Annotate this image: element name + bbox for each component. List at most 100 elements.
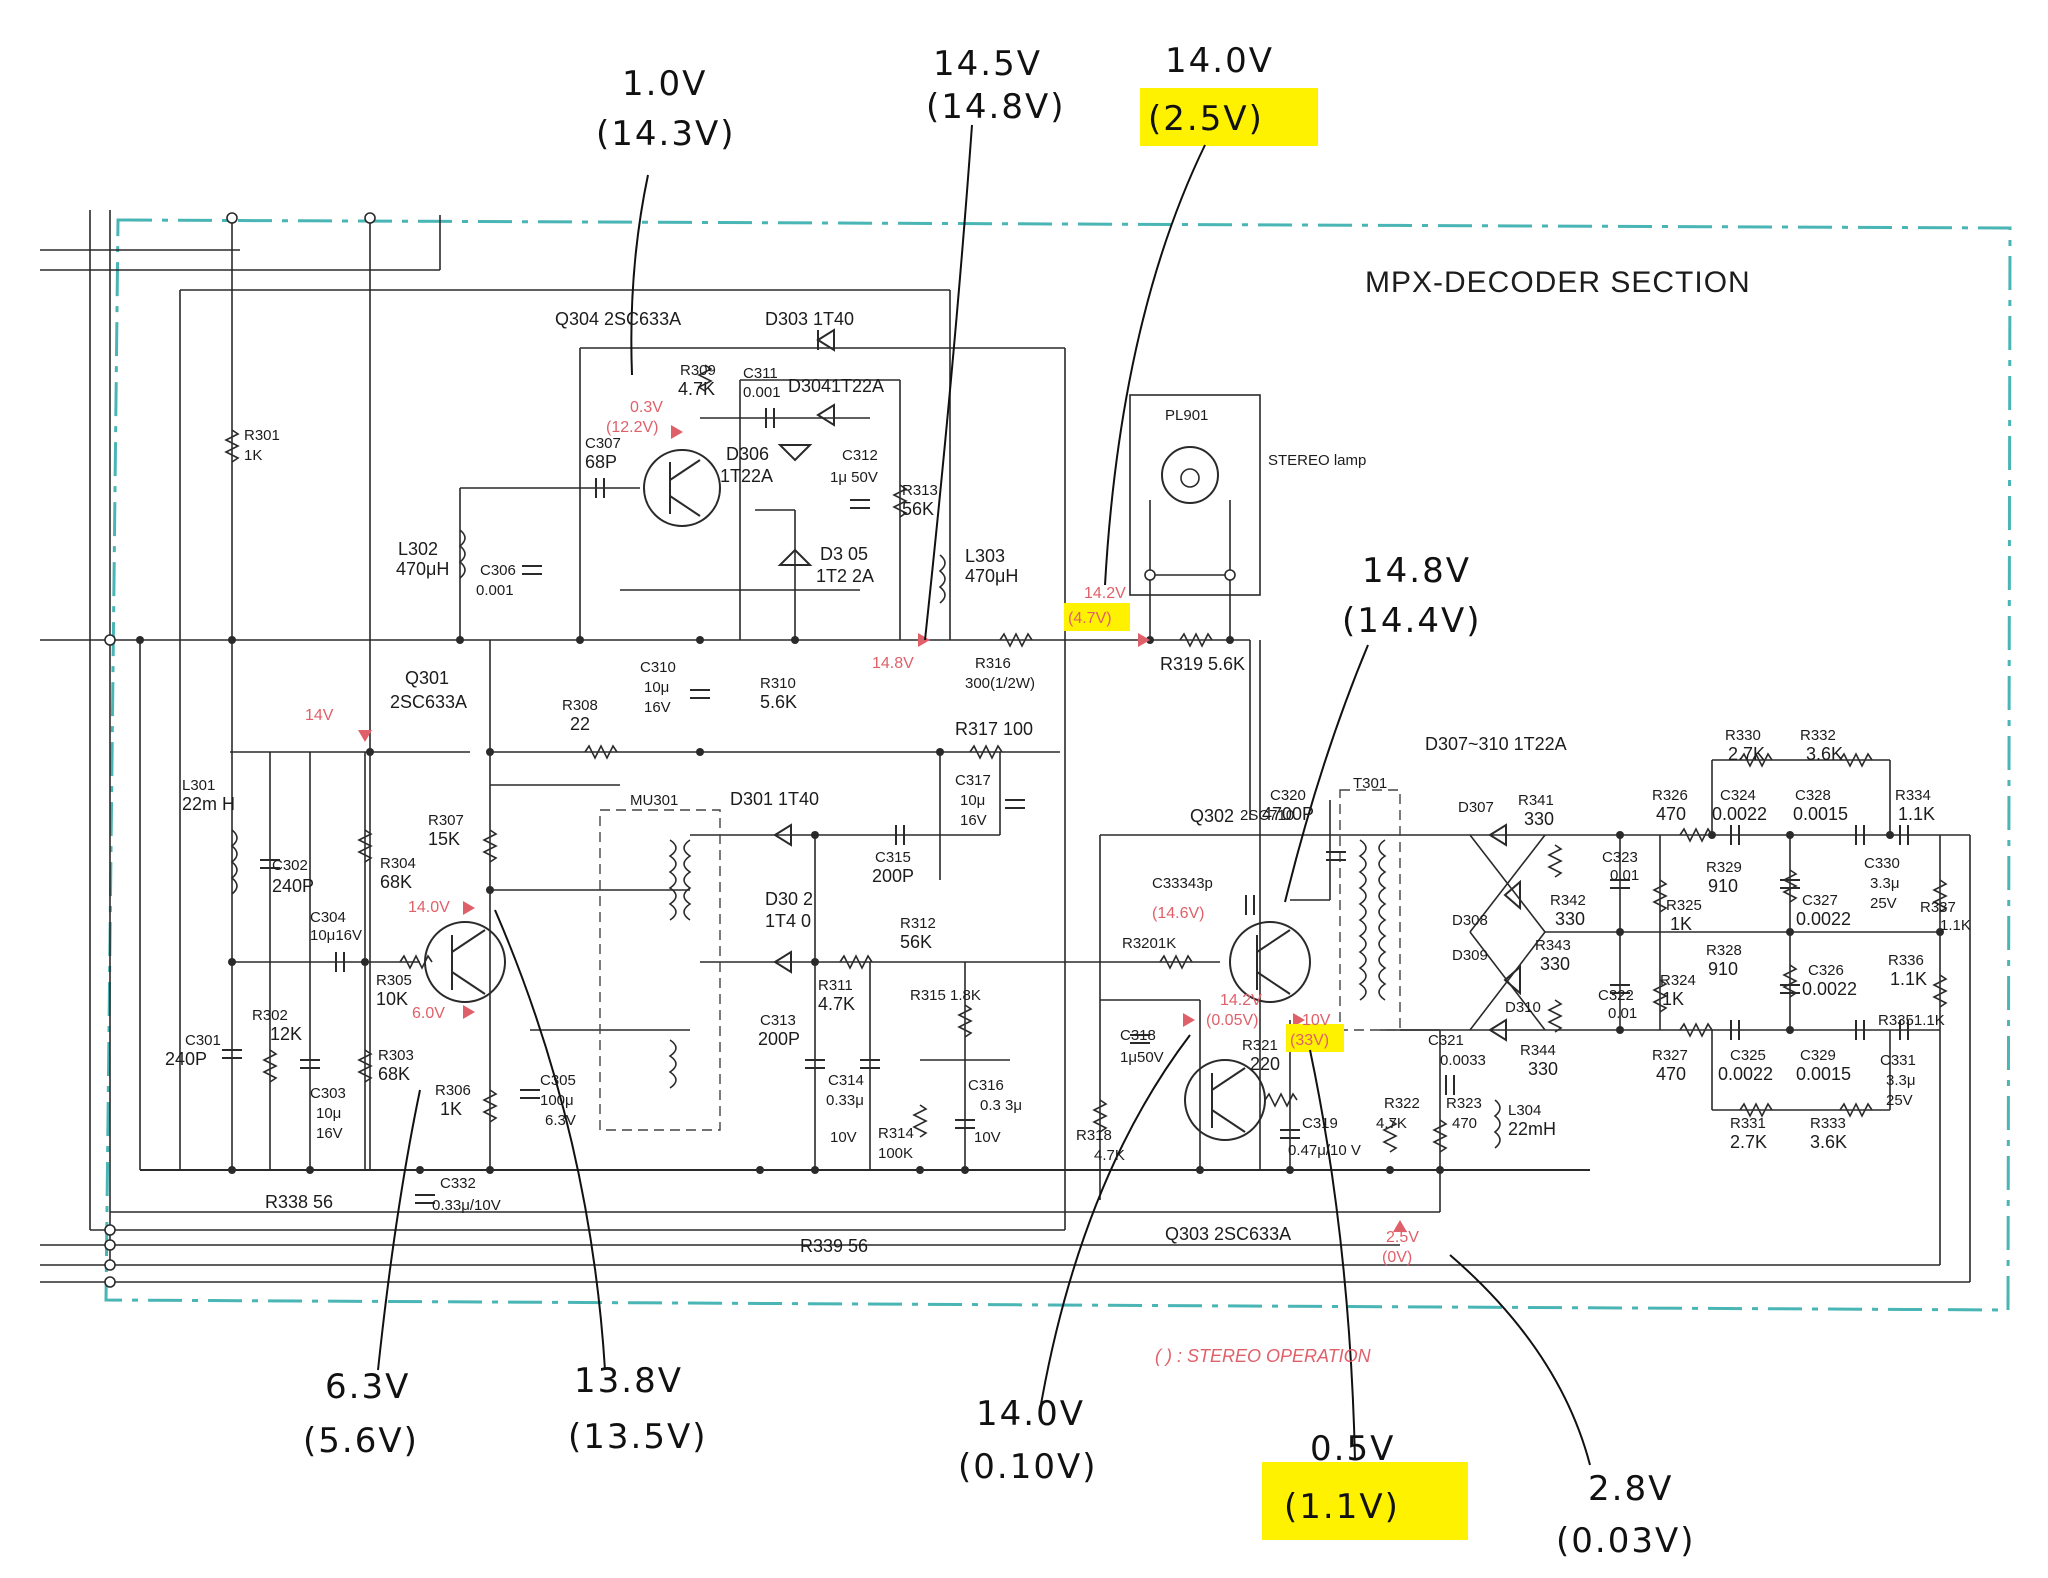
- printed-voltages: 0.3V (12.2V) 14.8V 14.2V (4.7V) 14.0V 6.…: [305, 399, 1419, 1266]
- svg-text:10V: 10V: [1302, 1012, 1331, 1029]
- svg-text:0.0015: 0.0015: [1793, 804, 1848, 824]
- annotation-a8-stereo: (1.1V): [1284, 1487, 1400, 1527]
- svg-text:C307: C307: [585, 435, 621, 452]
- svg-text:1K: 1K: [1670, 914, 1692, 934]
- annotation-a3-stereo: (2.5V): [1148, 99, 1264, 139]
- svg-text:10V: 10V: [974, 1129, 1001, 1146]
- svg-text:0.001: 0.001: [743, 384, 781, 401]
- svg-text:0.0015: 0.0015: [1796, 1064, 1851, 1084]
- svg-text:14V: 14V: [305, 707, 334, 724]
- svg-text:1T22A: 1T22A: [720, 466, 773, 486]
- svg-text:0.01: 0.01: [1608, 1005, 1637, 1022]
- svg-text:C310: C310: [640, 659, 676, 676]
- svg-text:200P: 200P: [872, 866, 914, 886]
- svg-text:100K: 100K: [878, 1145, 913, 1162]
- svg-text:12K: 12K: [270, 1024, 302, 1044]
- svg-text:Q302: Q302: [1190, 806, 1234, 826]
- svg-text:D3 05: D3 05: [820, 544, 868, 564]
- svg-text:D309: D309: [1452, 947, 1488, 964]
- svg-text:R302: R302: [252, 1007, 288, 1024]
- svg-text:14.2V: 14.2V: [1084, 585, 1126, 602]
- svg-text:R339 56: R339 56: [800, 1236, 868, 1256]
- svg-text:22: 22: [570, 714, 590, 734]
- svg-text:330: 330: [1528, 1059, 1558, 1079]
- svg-text:(14.4V): (14.4V): [1342, 601, 1482, 641]
- svg-text:R318: R318: [1076, 1127, 1112, 1144]
- svg-text:1T2 2A: 1T2 2A: [816, 566, 874, 586]
- svg-text:R307: R307: [428, 812, 464, 829]
- svg-text:R319 5.6K: R319 5.6K: [1160, 654, 1245, 674]
- svg-text:C332: C332: [440, 1175, 476, 1192]
- svg-text:14.0V: 14.0V: [976, 1394, 1085, 1434]
- highlight-a8: [1262, 1462, 1468, 1540]
- svg-text:2.8V: 2.8V: [1588, 1469, 1673, 1509]
- svg-text:1.0V: 1.0V: [622, 64, 707, 104]
- svg-text:1.1K: 1.1K: [1898, 804, 1935, 824]
- stereo-lamp-bulb: [1161, 446, 1219, 504]
- svg-text:(12.2V): (12.2V): [606, 419, 658, 436]
- section-title: MPX-DECODER SECTION: [1365, 266, 1751, 299]
- svg-text:PL901: PL901: [1165, 407, 1208, 424]
- svg-text:15K: 15K: [428, 829, 460, 849]
- svg-text:0.33μ: 0.33μ: [826, 1092, 864, 1109]
- svg-text:2.7K: 2.7K: [1730, 1132, 1767, 1152]
- svg-text:D30 2: D30 2: [765, 889, 813, 909]
- svg-text:R321: R321: [1242, 1037, 1278, 1054]
- svg-text:1T4 0: 1T4 0: [765, 911, 811, 931]
- svg-text:10μ: 10μ: [644, 679, 669, 696]
- svg-text:R338 56: R338 56: [265, 1192, 333, 1212]
- svg-text:0.01: 0.01: [1610, 867, 1639, 884]
- svg-text:1K: 1K: [1662, 989, 1684, 1009]
- svg-text:R336: R336: [1888, 952, 1924, 969]
- svg-text:R343: R343: [1535, 937, 1571, 954]
- part-labels: Q304 2SC633A D303 1T40 R309 4.7K C311 0.…: [165, 309, 1971, 1256]
- svg-text:3.3μ: 3.3μ: [1886, 1072, 1916, 1089]
- svg-text:0.0033: 0.0033: [1440, 1052, 1486, 1069]
- svg-text:C323: C323: [1602, 849, 1638, 866]
- svg-text:R314: R314: [878, 1125, 914, 1142]
- svg-text:(14.8V): (14.8V): [926, 87, 1066, 127]
- svg-text:L304: L304: [1508, 1102, 1541, 1119]
- svg-text:Q301: Q301: [405, 668, 449, 688]
- svg-text:C325: C325: [1730, 1047, 1766, 1064]
- svg-text:22mH: 22mH: [1508, 1119, 1556, 1139]
- svg-text:(0V): (0V): [1382, 1249, 1412, 1266]
- svg-text:10K: 10K: [376, 989, 408, 1009]
- svg-text:16V: 16V: [960, 812, 987, 829]
- svg-text:68P: 68P: [585, 452, 617, 472]
- svg-text:470: 470: [1656, 804, 1686, 824]
- svg-text:C320: C320: [1270, 787, 1306, 804]
- svg-text:C301: C301: [185, 1032, 221, 1049]
- svg-text:1.1K: 1.1K: [1940, 917, 1971, 934]
- svg-text:1.1K: 1.1K: [1890, 969, 1927, 989]
- svg-text:R325: R325: [1666, 897, 1702, 914]
- svg-text:220: 220: [1250, 1054, 1280, 1074]
- svg-text:68K: 68K: [380, 872, 412, 892]
- stereo-operation-note: ( ) : STEREO OPERATION: [1155, 1346, 1372, 1366]
- highlight-q303-c: [1286, 1024, 1344, 1052]
- svg-text:14.0V: 14.0V: [408, 899, 450, 916]
- svg-text:240P: 240P: [165, 1049, 207, 1069]
- svg-text:C311: C311: [743, 365, 778, 382]
- svg-text:6.3V: 6.3V: [325, 1367, 410, 1407]
- svg-text:R312: R312: [900, 915, 936, 932]
- svg-text:D3041T22A: D3041T22A: [788, 376, 884, 396]
- svg-text:4.7K: 4.7K: [1094, 1147, 1125, 1164]
- svg-text:0.0022: 0.0022: [1712, 804, 1767, 824]
- svg-text:68K: 68K: [378, 1064, 410, 1084]
- svg-text:R306: R306: [435, 1082, 471, 1099]
- svg-text:R316: R316: [975, 655, 1011, 672]
- svg-text:R311: R311: [818, 977, 853, 994]
- svg-text:2.5V: 2.5V: [1386, 1229, 1419, 1246]
- svg-text:R317 100: R317 100: [955, 719, 1033, 739]
- svg-text:C305: C305: [540, 1072, 576, 1089]
- svg-text:470μH: 470μH: [396, 559, 449, 579]
- svg-text:1K: 1K: [440, 1099, 462, 1119]
- svg-text:(13.5V): (13.5V): [568, 1417, 708, 1457]
- svg-text:1K: 1K: [244, 447, 262, 464]
- svg-text:470μH: 470μH: [965, 566, 1018, 586]
- svg-text:R333: R333: [1810, 1115, 1846, 1132]
- section-border: [104, 218, 2012, 1312]
- svg-text:14.8V: 14.8V: [872, 655, 914, 672]
- svg-text:D306: D306: [726, 444, 769, 464]
